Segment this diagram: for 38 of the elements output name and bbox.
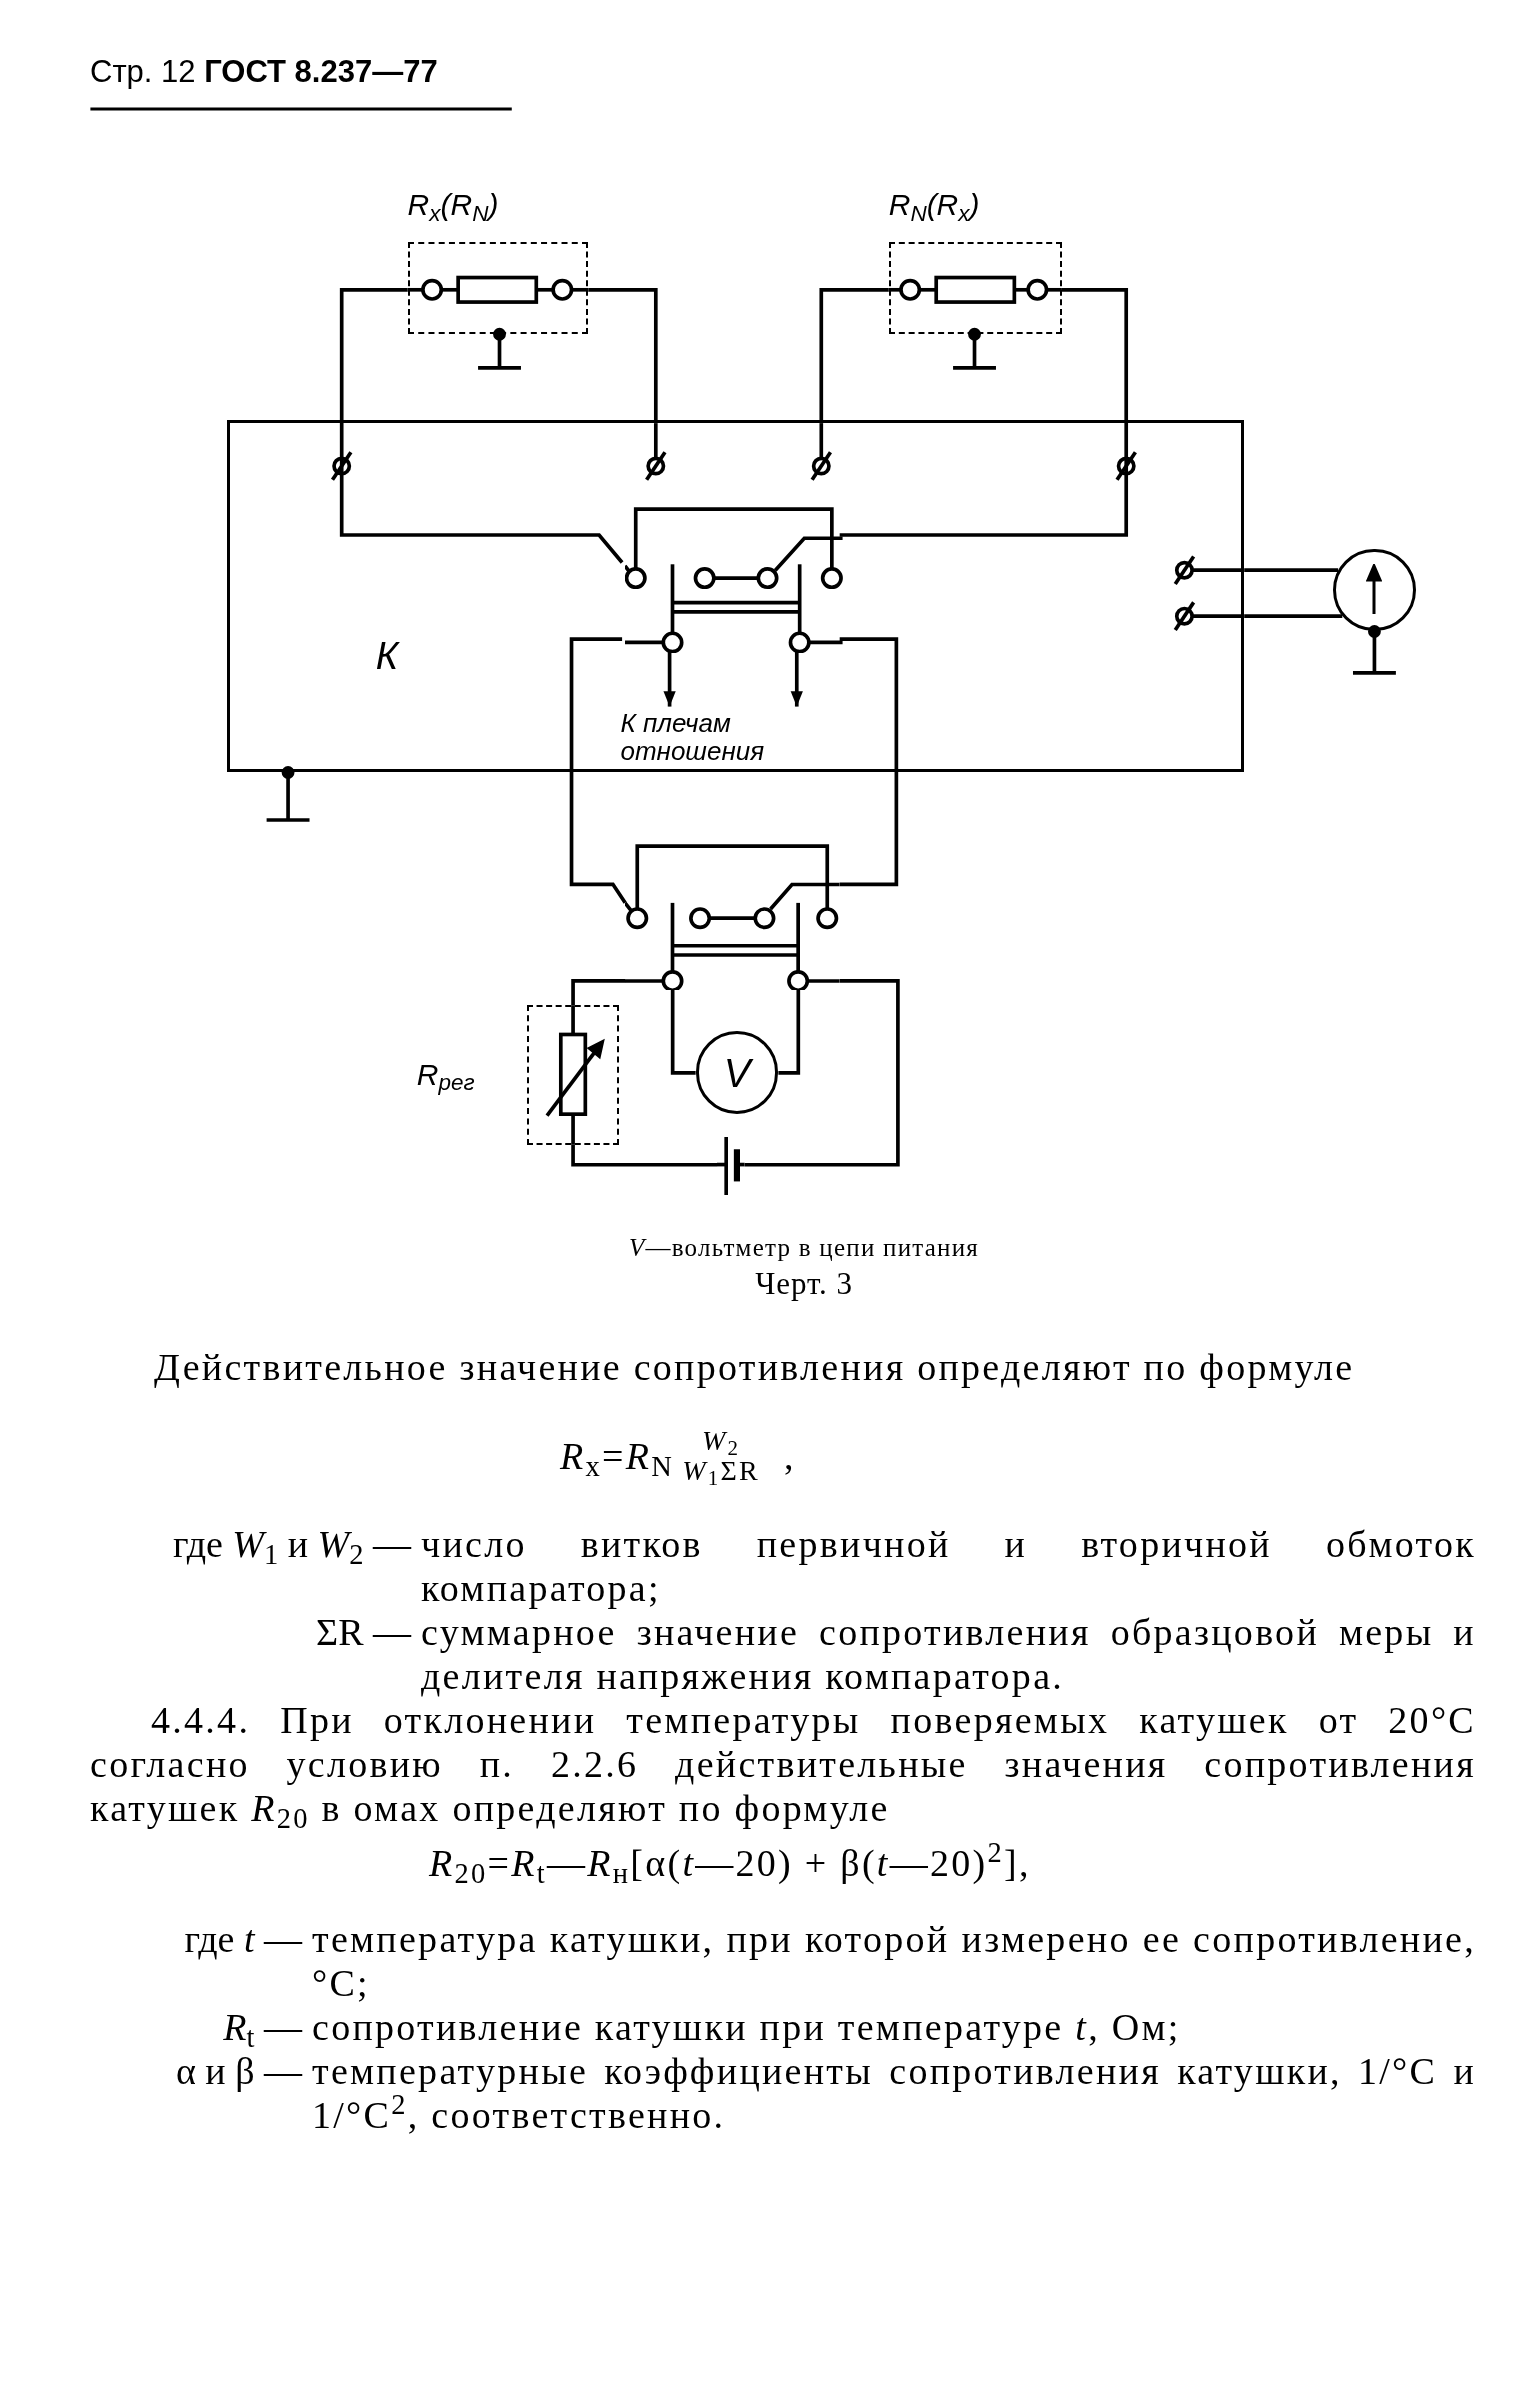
component-label: К bbox=[375, 634, 399, 677]
term: ΣR — bbox=[315, 1610, 413, 1655]
term: α и β — bbox=[174, 2049, 304, 2094]
fraction-numerator: W$_{2}$ bbox=[701, 1425, 741, 1456]
wire bbox=[571, 979, 626, 1006]
wire bbox=[569, 637, 627, 904]
comparator-frame bbox=[226, 419, 1245, 773]
punctuation: , bbox=[784, 1433, 796, 1478]
fraction-denominator: W$_{1}$ΣR bbox=[682, 1455, 761, 1486]
definition: число витков первичной и вторичной обмоток компаратора; bbox=[421, 1522, 1476, 1610]
figure-caption: Черт. 3 bbox=[755, 1265, 853, 1303]
wire bbox=[588, 287, 658, 421]
wire bbox=[744, 979, 900, 1167]
wire bbox=[670, 990, 696, 1075]
term: где t — bbox=[183, 1917, 304, 1962]
wire bbox=[1244, 568, 1339, 573]
term: где W$_{1}$ и W$_{2}$ — bbox=[171, 1522, 413, 1573]
component-label: R$_{рег}$ bbox=[416, 1056, 475, 1093]
wire bbox=[819, 287, 889, 421]
figure-note: V—вольтметр в цепи питания bbox=[628, 1233, 980, 1263]
definition: температура катушки, при которой измерено ее сопротивление, °С; bbox=[312, 1917, 1476, 2005]
wire bbox=[839, 287, 1129, 537]
wire bbox=[339, 287, 624, 564]
definition: температурные коэффициенты сопротивления катушки, 1/°С и 1/°С$^{2}$, соответственно. bbox=[312, 2049, 1476, 2137]
wire bbox=[778, 990, 801, 1075]
component-label: R$_{N}$(R$_{x}$) bbox=[888, 186, 980, 223]
component-label: R$_{x}$(R$_{N}$) bbox=[407, 186, 499, 223]
paragraph: Действительное значение сопротивления определяют по формуле bbox=[153, 1345, 1356, 1389]
formula: R$_{20}$=R$_{t}$—R$_{н}$[α(t—20) + β(t—20)$^{2}$], bbox=[429, 1841, 1031, 1885]
definition: суммарное значение сопротивления образцовой меры и делителя напряжения компаратора. bbox=[421, 1610, 1476, 1698]
wire bbox=[571, 1144, 718, 1167]
page-header: Стр. 12 ГОСТ 8.237—77 bbox=[90, 54, 438, 90]
formula: R$_{x}$=R$_{N}$ bbox=[560, 1433, 675, 1478]
note-text: К плечам отношения bbox=[620, 709, 766, 766]
wire bbox=[839, 637, 899, 887]
wire bbox=[1244, 614, 1343, 618]
term: R$_{t}$ — bbox=[222, 2005, 304, 2049]
definition: сопротивление катушки при температуре t, Ом; bbox=[312, 2005, 1182, 2049]
